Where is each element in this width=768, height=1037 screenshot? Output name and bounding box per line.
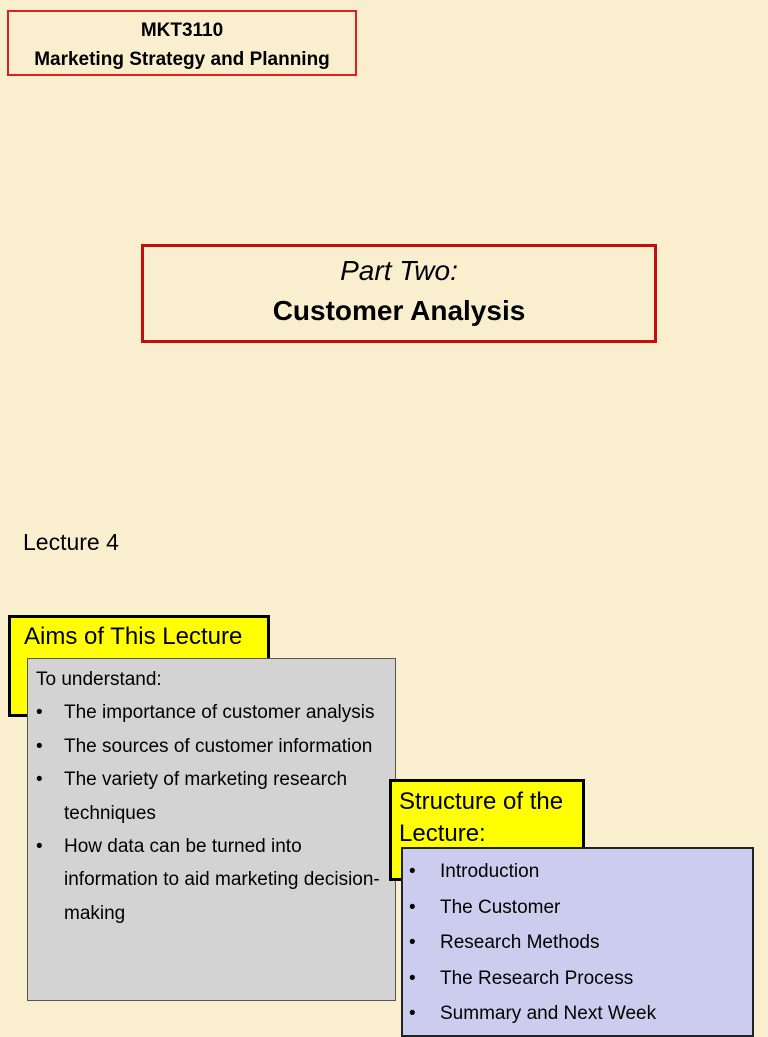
course-code: MKT3110 [140,20,224,41]
structure-item: Summary and Next Week [409,996,752,1032]
part-title: Customer Analysis [272,295,526,326]
structure-item: Research Methods [409,925,752,961]
aims-intro: To understand: [36,669,162,690]
aims-item: The variety of marketing research techni… [36,763,391,830]
structure-item: Introduction [409,854,752,890]
structure-item: The Customer [409,890,752,926]
aims-box: To understand: The importance of custome… [27,658,396,1001]
aims-list: The importance of customer analysis The … [36,696,391,930]
lecture-label: Lecture 4 [23,529,119,555]
course-title-box: MKT3110 Marketing Strategy and Planning [7,10,357,76]
aims-item: The importance of customer analysis [36,696,391,730]
part-label: Part Two: [340,255,458,286]
structure-item: The Research Process [409,961,752,997]
structure-box: Introduction The Customer Research Metho… [401,847,754,1037]
structure-list: Introduction The Customer Research Metho… [409,854,752,1032]
aims-item: The sources of customer information [36,730,391,764]
aims-item: How data can be turned into information … [36,830,391,930]
course-title: Marketing Strategy and Planning [34,49,330,70]
part-title-box: Part Two: Customer Analysis [141,244,657,343]
